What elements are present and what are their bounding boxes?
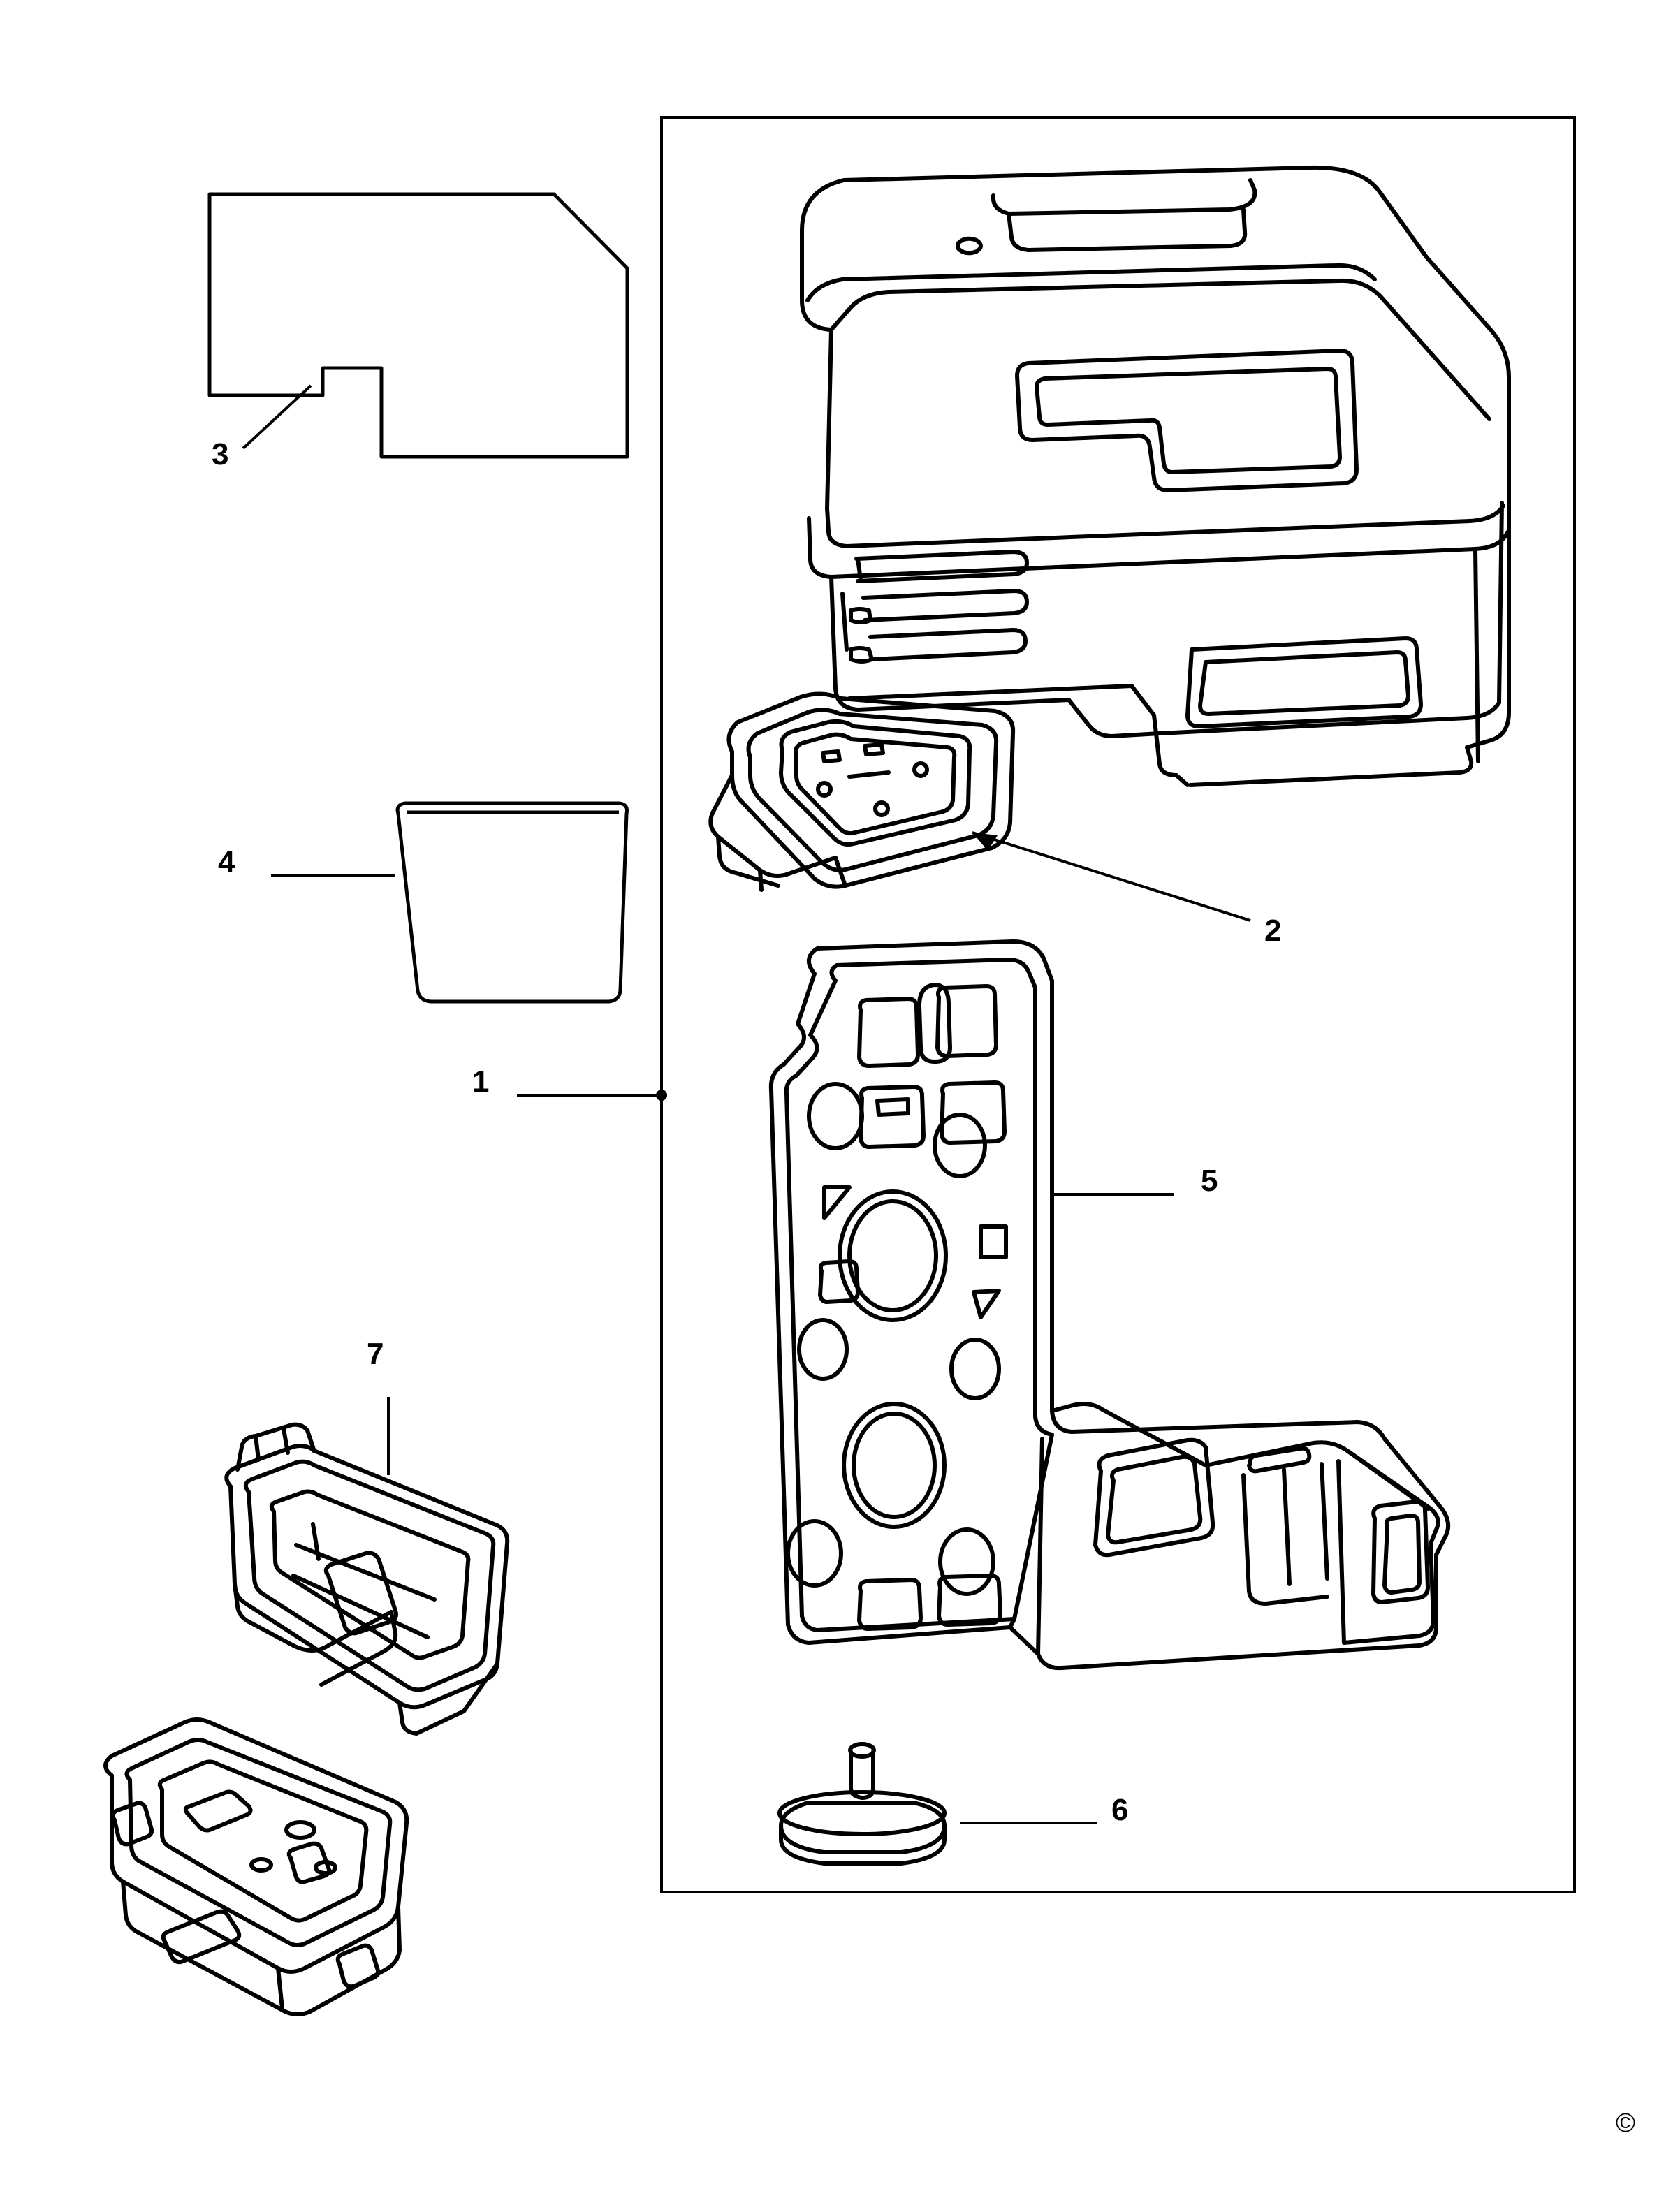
carry-case — [103, 1422, 510, 2016]
callout-label-4: 4 — [218, 845, 235, 879]
callout-label-1: 1 — [472, 1064, 490, 1099]
callout-label-2: 2 — [1264, 914, 1282, 948]
leader-line-1 — [517, 1090, 667, 1101]
mounting-bracket — [768, 939, 1451, 1671]
battery-compartment-door — [708, 691, 1016, 892]
copyright-icon: © — [1616, 2109, 1635, 2138]
laser-level-body — [800, 165, 1511, 787]
lens-target-plate — [395, 801, 629, 1004]
callout-label-5: 5 — [1201, 1164, 1218, 1198]
thumb-screw — [777, 1742, 947, 1866]
assembly-group-frame — [660, 116, 1576, 1893]
callout-label-6: 6 — [1111, 1793, 1129, 1827]
callout-label-7: 7 — [367, 1337, 384, 1371]
leader-line-2 — [972, 831, 1251, 922]
foam-insert-upper — [207, 192, 629, 459]
leader-line-3 — [242, 384, 312, 450]
callout-label-3: 3 — [212, 437, 229, 471]
